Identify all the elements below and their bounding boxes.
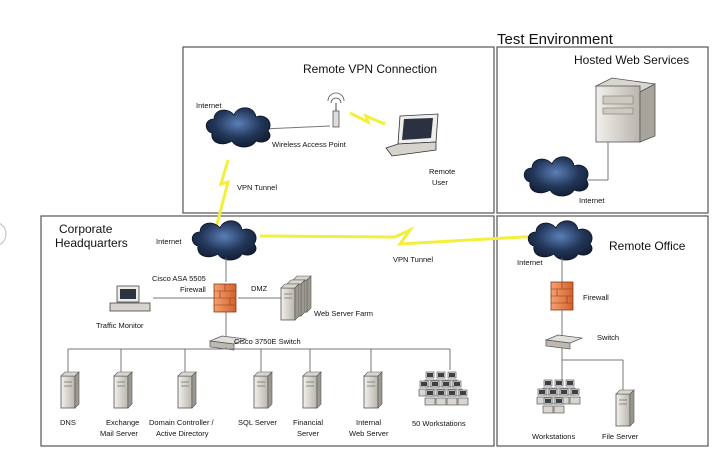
internet-label-vpn: Internet (196, 101, 222, 110)
financial-server-icon (302, 371, 322, 409)
hosted-web-title: Hosted Web Services (574, 53, 689, 67)
server-label-dc-2: Active Directory (156, 429, 209, 438)
wireless-link-bolt-icon (349, 111, 386, 126)
server-label-internal-1: Internal (356, 418, 381, 427)
remote-office-switch-icon (544, 334, 584, 350)
file-server-label: File Server (602, 432, 639, 441)
core-switch-label: Cisco 3750E Switch (234, 337, 301, 346)
remote-office-workstations-icon (536, 379, 581, 414)
remote-user-label-2: User (432, 178, 448, 187)
workstations-cluster-icon (418, 371, 469, 406)
vpn-tunnel-label-vertical: VPN Tunnel (237, 183, 277, 192)
server-label-exchange-1: Exchange (106, 418, 139, 427)
remote-office-firewall-label: Firewall (583, 293, 609, 302)
remote-vpn-title: Remote VPN Connection (303, 62, 437, 76)
vpn-tunnel-label-horizontal: VPN Tunnel (393, 255, 433, 264)
internet-cloud-hosted-icon (523, 156, 589, 197)
exchange-server-icon (113, 371, 133, 409)
server-label-exchange-2: Mail Server (100, 429, 138, 438)
corporate-hq-title-2: Headquarters (55, 236, 128, 250)
remote-user-laptop-icon (385, 113, 439, 157)
server-label-internal-2: Web Server (349, 429, 389, 438)
wireless-ap-label: Wireless Access Point (272, 140, 347, 149)
hosted-server-icon (594, 77, 657, 143)
remote-office-box (496, 215, 709, 447)
hq-firewall-icon (213, 283, 237, 313)
server-label-dns: DNS (60, 418, 76, 427)
vpn-tunnel-bolt-vertical-icon (214, 159, 231, 229)
server-label-sql: SQL Server (238, 418, 277, 427)
internal-web-server-icon (363, 371, 383, 409)
remote-office-firewall-icon (550, 281, 574, 311)
sql-server-icon (253, 371, 273, 409)
traffic-monitor-icon (109, 285, 151, 312)
core-switch-icon (208, 335, 248, 351)
server-label-financial-2: Server (297, 429, 320, 438)
hq-firewall-label-2: Firewall (180, 285, 206, 294)
remote-user-label-1: Remote (429, 167, 455, 176)
internet-cloud-remote-office-icon (527, 220, 593, 261)
dmz-label: DMZ (251, 284, 268, 293)
edge-circle-decoration (0, 223, 7, 245)
traffic-monitor-label: Traffic Monitor (96, 321, 144, 330)
internet-label-hosted: Internet (579, 196, 605, 205)
internet-label-hq: Internet (156, 237, 182, 246)
remote-office-workstations-label: Workstations (532, 432, 575, 441)
corporate-hq-title-1: Corporate (59, 222, 113, 236)
remote-office-file-server-icon (615, 389, 635, 427)
web-server-farm-label: Web Server Farm (314, 309, 373, 318)
internet-cloud-hq-icon (191, 220, 257, 261)
remote-vpn-box (182, 46, 495, 214)
hq-firewall-label-1: Cisco ASA 5505 (152, 274, 206, 283)
domain-controller-icon (177, 371, 197, 409)
wireless-access-point-icon (327, 92, 345, 128)
corporate-hq-box (40, 215, 495, 447)
internet-cloud-vpn-icon (205, 107, 271, 148)
web-server-farm-icon (280, 275, 312, 321)
hosted-web-box (496, 46, 709, 214)
server-label-financial-1: Financial (293, 418, 323, 427)
vpn-tunnel-bolt-horizontal-icon (259, 226, 541, 246)
remote-office-title: Remote Office (609, 239, 686, 253)
server-label-dc-1: Domain Controller / (149, 418, 215, 427)
internet-label-remote-office: Internet (517, 258, 543, 267)
dns-server-icon (60, 371, 80, 409)
server-label-workstations: 50 Workstations (412, 419, 466, 428)
remote-office-switch-label: Switch (597, 333, 619, 342)
page-title: Test Environment (497, 31, 614, 48)
